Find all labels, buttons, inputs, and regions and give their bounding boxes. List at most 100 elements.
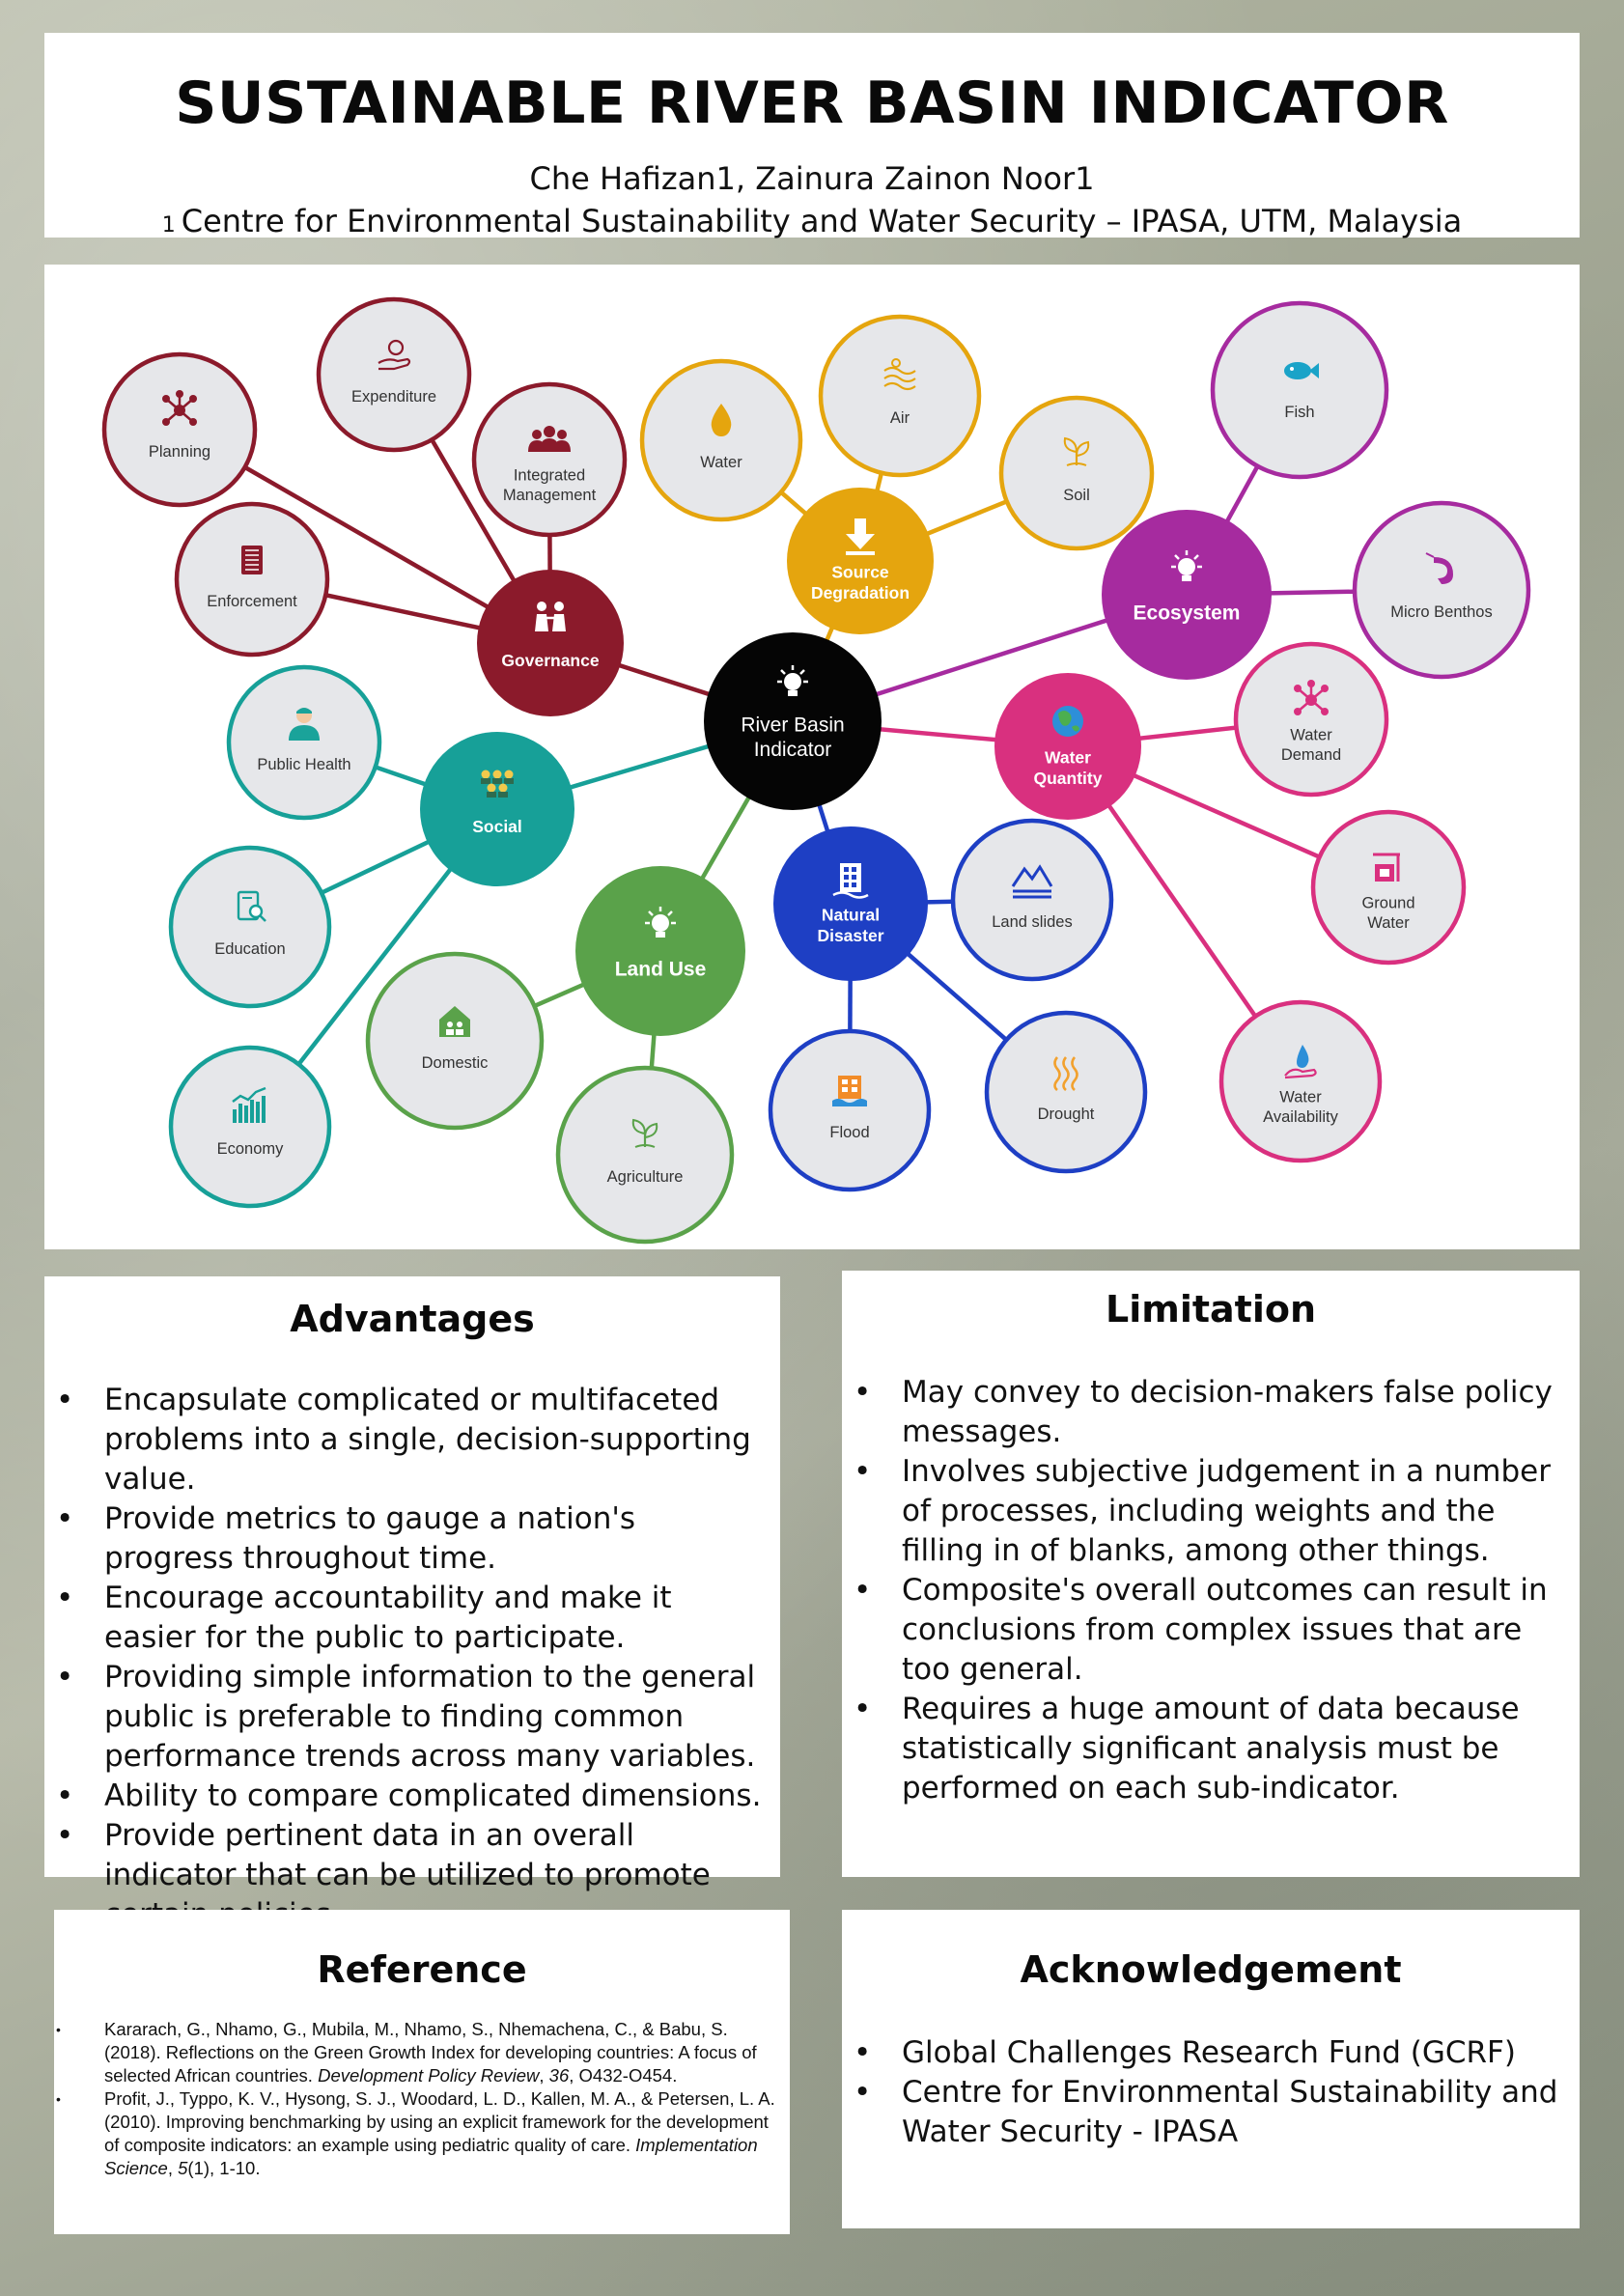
reference-item: Profit, J., Typpo, K. V., Hysong, S. J.,… xyxy=(54,2087,776,2180)
flood-icon xyxy=(832,1076,867,1106)
category-ecosystem: Ecosystem xyxy=(1102,510,1272,680)
acknowledgement-list: Global Challenges Research Fund (GCRF) C… xyxy=(842,2033,1566,2152)
category-governance: Governance xyxy=(477,570,624,716)
subnode-drought: Drought xyxy=(984,1010,1148,1174)
money-hand-icon xyxy=(378,339,411,371)
category-social: Social xyxy=(420,732,574,886)
subnode-label: Planning xyxy=(149,443,210,461)
subnode-label: Education xyxy=(214,940,285,958)
reference-panel: Reference Kararach, G., Nhamo, G., Mubil… xyxy=(54,1910,790,2234)
list-item: Requires a huge amount of data because s… xyxy=(842,1690,1566,1808)
house-icon xyxy=(439,1006,470,1037)
subnode-agriculture: Agriculture xyxy=(555,1065,735,1245)
book-search-icon xyxy=(237,890,266,922)
doctor-icon xyxy=(289,708,320,741)
water-hand-icon xyxy=(1284,1045,1317,1079)
list-item: Encourage accountability and make it eas… xyxy=(44,1579,770,1658)
subnode-label: Soil xyxy=(1063,487,1090,504)
subnode-label: Enforcement xyxy=(207,593,297,610)
subnode-label: Air xyxy=(890,409,910,427)
subnode-flood: Flood xyxy=(768,1028,932,1192)
authors: Che Hafizan1, Zainura Zainon Noor1 xyxy=(529,160,1095,197)
affiliation-text: Centre for Environmental Sustainability … xyxy=(181,203,1463,239)
subnode-label: Public Health xyxy=(257,756,350,773)
subnode-label: Expenditure xyxy=(351,388,436,406)
acknowledgement-panel: Acknowledgement Global Challenges Resear… xyxy=(842,1910,1580,2228)
subnode-label: Fish xyxy=(1284,404,1314,421)
lightbulb-icon xyxy=(645,907,676,938)
subnode-planning: Planning xyxy=(101,351,258,508)
building-icon xyxy=(832,863,869,899)
list-item: Centre for Environmental Sustainability … xyxy=(842,2073,1566,2152)
category-label: Social xyxy=(472,817,522,836)
well-icon xyxy=(1373,853,1400,882)
team-icon xyxy=(528,426,571,452)
subnode-domestic: Domestic xyxy=(365,951,545,1131)
subnode-economy: Economy xyxy=(168,1045,332,1209)
list-item: Ability to compare complicated dimension… xyxy=(44,1777,770,1816)
subnode-enforcement: Enforcement xyxy=(174,501,330,658)
wind-icon xyxy=(883,358,916,391)
plant-icon xyxy=(631,1118,658,1148)
document-icon xyxy=(241,546,263,574)
subnode-label: Economy xyxy=(217,1140,285,1158)
subnode-label: Agriculture xyxy=(607,1168,684,1186)
people-icon xyxy=(535,602,566,631)
reference-list: Kararach, G., Nhamo, G., Mubila, M., Nha… xyxy=(54,2018,776,2180)
acknowledgement-title: Acknowledgement xyxy=(1020,1948,1402,1991)
reference-title: Reference xyxy=(317,1948,527,1991)
list-item: Global Challenges Research Fund (GCRF) xyxy=(842,2033,1566,2073)
list-item: May convey to decision-makers false poli… xyxy=(842,1373,1566,1452)
category-label: Land Use xyxy=(615,958,707,980)
list-item: Providing simple information to the gene… xyxy=(44,1658,770,1777)
list-item: Involves subjective judgement in a numbe… xyxy=(842,1452,1566,1571)
shrimp-icon xyxy=(1425,552,1453,584)
limitation-list: May convey to decision-makers false poli… xyxy=(842,1373,1566,1808)
globe-icon xyxy=(1052,706,1083,737)
subnode-label: Drought xyxy=(1038,1106,1095,1123)
subnode-fish: Fish xyxy=(1210,300,1389,480)
subnode-label: Micro Benthos xyxy=(1390,603,1492,621)
subnode-water: Water xyxy=(639,358,803,522)
subnode-air: Air xyxy=(818,314,982,478)
group-icon xyxy=(481,770,514,798)
category-label: Ecosystem xyxy=(1134,602,1241,624)
list-item: Provide metrics to gauge a nation's prog… xyxy=(44,1499,770,1579)
advantages-title: Advantages xyxy=(290,1298,535,1340)
chart-icon xyxy=(232,1086,266,1123)
subnode-micro-benthos: Micro Benthos xyxy=(1352,500,1531,680)
category-landuse: Land Use xyxy=(575,866,745,1036)
lightbulb-icon xyxy=(777,665,808,696)
subnode-label: Flood xyxy=(829,1124,869,1141)
reference-item: Kararach, G., Nhamo, G., Mubila, M., Nha… xyxy=(54,2018,776,2087)
fish-icon xyxy=(1284,362,1319,379)
subnode-soil: Soil xyxy=(998,395,1155,551)
lightbulb-icon xyxy=(1171,550,1202,581)
network-icon xyxy=(162,390,197,426)
subnode-public-health: Public Health xyxy=(226,664,382,821)
poster-title: SUSTAINABLE RIVER BASIN INDICATOR xyxy=(175,70,1449,137)
heat-icon xyxy=(1053,1056,1078,1092)
sprout-icon xyxy=(1063,436,1090,466)
list-item: Encapsulate complicated or multifaceted … xyxy=(44,1381,770,1499)
subnode-label: Water xyxy=(700,454,742,471)
network-icon xyxy=(1294,680,1329,715)
subnode-label: Land slides xyxy=(992,913,1072,931)
category-label: Governance xyxy=(501,651,599,670)
subnode-label: Domestic xyxy=(422,1054,489,1072)
affiliation-superscript: 1 xyxy=(161,213,176,238)
mountain-icon xyxy=(1011,864,1053,899)
